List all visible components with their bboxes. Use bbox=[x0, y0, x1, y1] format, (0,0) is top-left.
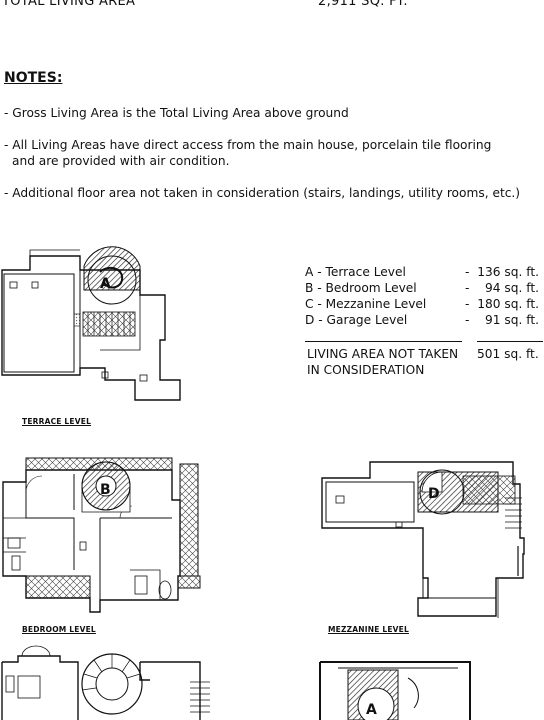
legend-row-mezzanine: C - Mezzanine Level bbox=[305, 297, 427, 311]
garage-level-floorplan-left bbox=[1, 645, 210, 720]
mezzanine-level-floorplan: D bbox=[321, 461, 525, 618]
terrace-level-label: TERRACE LEVEL bbox=[22, 417, 92, 426]
legend-divider-right bbox=[477, 341, 543, 342]
legend-total-value: 501 sq. ft. bbox=[477, 347, 539, 361]
notes-title: NOTES: bbox=[4, 70, 63, 86]
terrace-level-floorplan: A bbox=[1, 246, 181, 401]
bedroom-spiral-stair bbox=[81, 461, 131, 513]
note-additional-area: - Additional floor area not taken in con… bbox=[4, 186, 521, 200]
legend-row-terrace: A - Terrace Level bbox=[305, 265, 406, 279]
garage-spiral-stair-left bbox=[81, 653, 143, 715]
bedroom-level-floorplan: B bbox=[2, 457, 201, 613]
note-air-condition: and are provided with air condition. bbox=[12, 154, 230, 168]
bedroom-level-label: BEDROOM LEVEL bbox=[22, 625, 96, 634]
garage-level-floorplan-right: A bbox=[319, 661, 471, 720]
legend-row-garage: D - Garage Level bbox=[305, 313, 408, 327]
total-living-area-label: TOTAL LIVING AREA bbox=[2, 0, 136, 9]
legend-area-garage: 91 sq. ft. bbox=[485, 313, 539, 327]
legend-divider-left bbox=[305, 341, 462, 342]
legend-total-label-2: IN CONSIDERATION bbox=[307, 363, 425, 377]
mezzanine-tag: D bbox=[428, 486, 440, 502]
legend-area-bedroom: 94 sq. ft. bbox=[485, 281, 539, 295]
bedroom-tag: B bbox=[100, 482, 111, 498]
note-direct-access: - All Living Areas have direct access fr… bbox=[4, 138, 492, 152]
legend-area-mezzanine: 180 sq. ft. bbox=[477, 297, 539, 311]
note-gross-living-area: - Gross Living Area is the Total Living … bbox=[4, 106, 349, 120]
mezzanine-level-label: MEZZANINE LEVEL bbox=[328, 625, 409, 634]
legend-total-label: LIVING AREA NOT TAKEN bbox=[307, 347, 459, 361]
terrace-spiral-stair bbox=[73, 246, 141, 337]
terrace-tag: A bbox=[100, 276, 111, 292]
legend-dash: - bbox=[465, 313, 470, 327]
legend-dash: - bbox=[465, 281, 470, 295]
legend-area-terrace: 136 sq. ft. bbox=[477, 265, 539, 279]
garage-spiral-stair-right bbox=[347, 669, 419, 720]
mezzanine-spiral-stair bbox=[417, 469, 522, 529]
legend-dash: - bbox=[465, 297, 470, 311]
garage-tag: A bbox=[366, 702, 377, 718]
total-living-area-value: 2,911 SQ. FT. bbox=[318, 0, 408, 9]
legend-row-bedroom: B - Bedroom Level bbox=[305, 281, 417, 295]
legend-dash: - bbox=[465, 265, 470, 279]
